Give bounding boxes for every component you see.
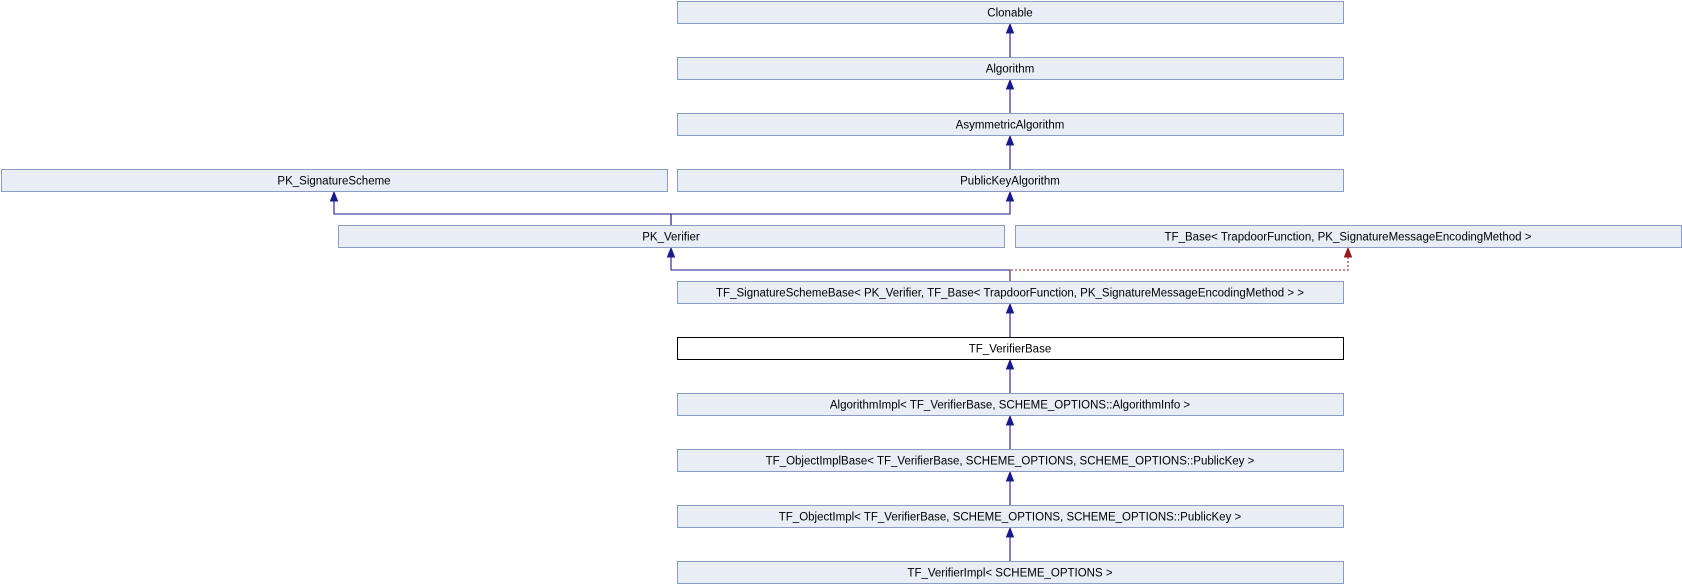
arrow-head [1005,414,1015,426]
node-box [677,449,1344,472]
node-label: PK_Verifier [642,232,700,244]
node-clonable[interactable]: Clonable [677,1,1344,24]
edge-pk-verifier-to-public-key-algorithm [670,201,1011,225]
node-asymmetric-algorithm[interactable]: AsymmetricAlgorithm [677,113,1344,136]
node-tf-object-impl-base[interactable]: TF_ObjectImplBase< TF_VerifierBase, SCHE… [677,449,1344,472]
arrow-head [1005,358,1015,370]
node-label: PublicKeyAlgorithm [960,176,1060,188]
arrow-head [1005,470,1015,482]
arrow-head [1005,78,1015,90]
node-box [677,57,1344,80]
node-tf-object-impl[interactable]: TF_ObjectImpl< TF_VerifierBase, SCHEME_O… [677,505,1344,528]
node-tf-base[interactable]: TF_Base< TrapdoorFunction, PK_SignatureM… [1015,225,1682,248]
arrow-head [1005,22,1015,34]
arrow-head [1005,190,1015,202]
node-label: TF_ObjectImplBase< TF_VerifierBase, SCHE… [766,456,1255,468]
node-label: TF_Base< TrapdoorFunction, PK_SignatureM… [1165,232,1532,244]
node-label: TF_VerifierImpl< SCHEME_OPTIONS > [907,568,1112,580]
edges-layer [329,22,1353,561]
node-tf-signature-scheme-base[interactable]: TF_SignatureSchemeBase< PK_Verifier, TF_… [677,281,1344,304]
node-box [338,225,1005,248]
node-label: TF_SignatureSchemeBase< PK_Verifier, TF_… [716,288,1304,300]
node-box [677,505,1344,528]
arrow-head [1005,302,1015,314]
arrow-head [666,246,676,258]
node-box [677,337,1344,360]
node-algorithm[interactable]: Algorithm [677,57,1344,80]
node-public-key-algorithm[interactable]: PublicKeyAlgorithm [677,169,1344,192]
node-label: AsymmetricAlgorithm [956,120,1065,132]
arrow-head [329,190,339,202]
node-box [1,169,668,192]
edge-pk-verifier-to-pk-signature-scheme [333,201,672,225]
node-tf-verifier-impl[interactable]: TF_VerifierImpl< SCHEME_OPTIONS > [677,561,1344,584]
edge-tf-signature-scheme-base-to-tf-base [1009,257,1349,281]
node-label: Clonable [987,8,1032,20]
node-label: Algorithm [986,64,1035,76]
node-label: TF_VerifierBase [969,344,1051,356]
node-box [677,169,1344,192]
node-box [677,1,1344,24]
node-label: TF_ObjectImpl< TF_VerifierBase, SCHEME_O… [779,512,1242,524]
node-tf-verifier-base[interactable]: TF_VerifierBase [677,337,1344,360]
node-pk-verifier[interactable]: PK_Verifier [338,225,1005,248]
arrow-head [1005,134,1015,146]
node-label: PK_SignatureScheme [277,176,390,188]
arrow-head [1343,246,1353,258]
node-box [677,393,1344,416]
node-box [677,281,1344,304]
node-algorithm-impl[interactable]: AlgorithmImpl< TF_VerifierBase, SCHEME_O… [677,393,1344,416]
node-label: AlgorithmImpl< TF_VerifierBase, SCHEME_O… [830,400,1191,412]
arrow-head [1005,526,1015,538]
node-pk-signature-scheme[interactable]: PK_SignatureScheme [1,169,668,192]
node-box [677,113,1344,136]
edge-tf-signature-scheme-base-to-pk-verifier [670,257,1011,281]
